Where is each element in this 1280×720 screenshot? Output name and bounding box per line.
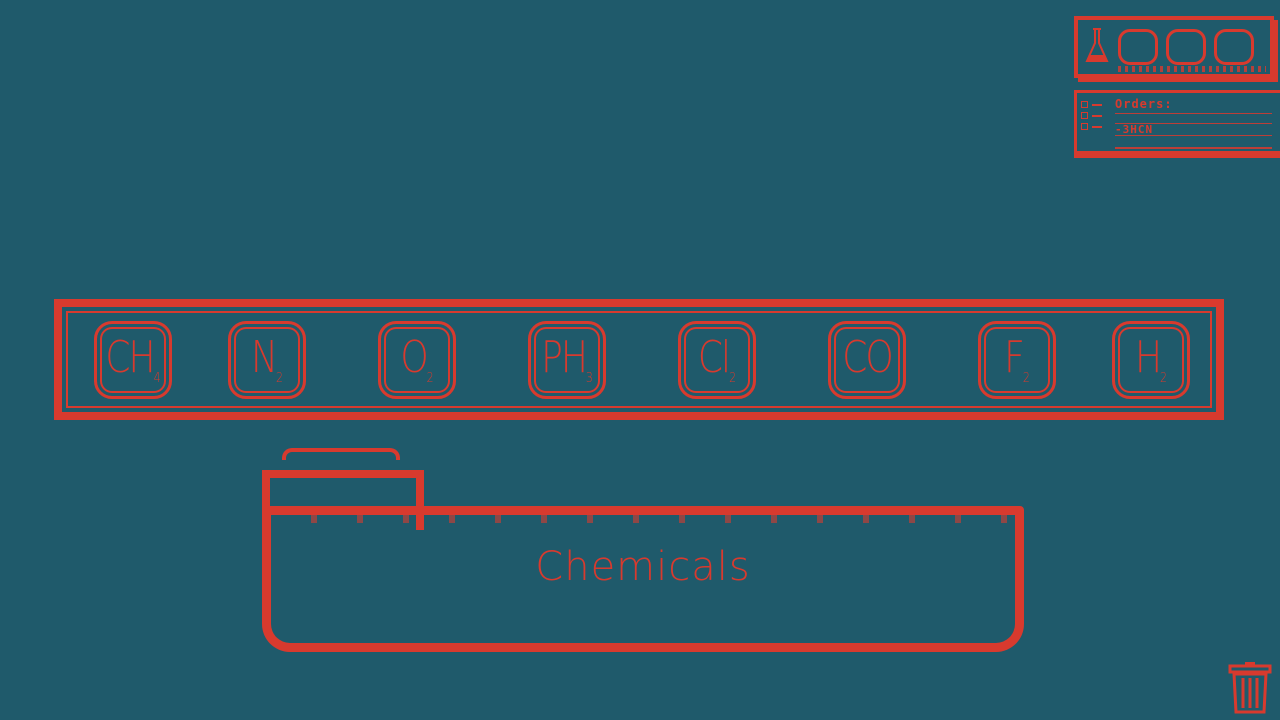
trash-icon[interactable] xyxy=(1228,662,1272,714)
chemical-selection-bar: CH4 N2 O2 PH3 Cl2 CO F2 H2 xyxy=(54,299,1224,420)
flask-icon xyxy=(1085,28,1109,62)
chemical-tile-f2[interactable]: F2 xyxy=(978,321,1056,399)
mix-slot-2[interactable] xyxy=(1166,29,1206,65)
chemical-tile-h2[interactable]: H2 xyxy=(1112,321,1190,399)
folder-tab-handle xyxy=(282,448,400,460)
mix-slot-1[interactable] xyxy=(1118,29,1158,65)
orders-ruled-lines xyxy=(1115,113,1272,153)
orders-title: Orders: xyxy=(1115,97,1173,111)
chemical-tile-ch4[interactable]: CH4 xyxy=(94,321,172,399)
orders-panel: Orders: -3HCN xyxy=(1074,90,1280,154)
folder-tab[interactable] xyxy=(262,470,424,530)
orders-checklist xyxy=(1081,101,1102,130)
chemical-tile-o2[interactable]: O2 xyxy=(378,321,456,399)
folder-body xyxy=(262,506,1024,652)
flask-slots-panel xyxy=(1074,16,1274,78)
mix-slot-3[interactable] xyxy=(1214,29,1254,65)
chemicals-folder[interactable]: Chemicals xyxy=(262,448,1024,652)
order-item: -3HCN xyxy=(1115,123,1154,136)
chemical-tile-cl2[interactable]: Cl2 xyxy=(678,321,756,399)
checkbox-icon xyxy=(1081,101,1088,108)
chemical-tile-co[interactable]: CO xyxy=(828,321,906,399)
checkbox-icon xyxy=(1081,123,1088,130)
panel-decoration xyxy=(1118,66,1266,72)
checkbox-icon xyxy=(1081,112,1088,119)
chemical-tile-n2[interactable]: N2 xyxy=(228,321,306,399)
folder-title: Chemicals xyxy=(535,544,751,590)
chemical-tile-ph3[interactable]: PH3 xyxy=(528,321,606,399)
